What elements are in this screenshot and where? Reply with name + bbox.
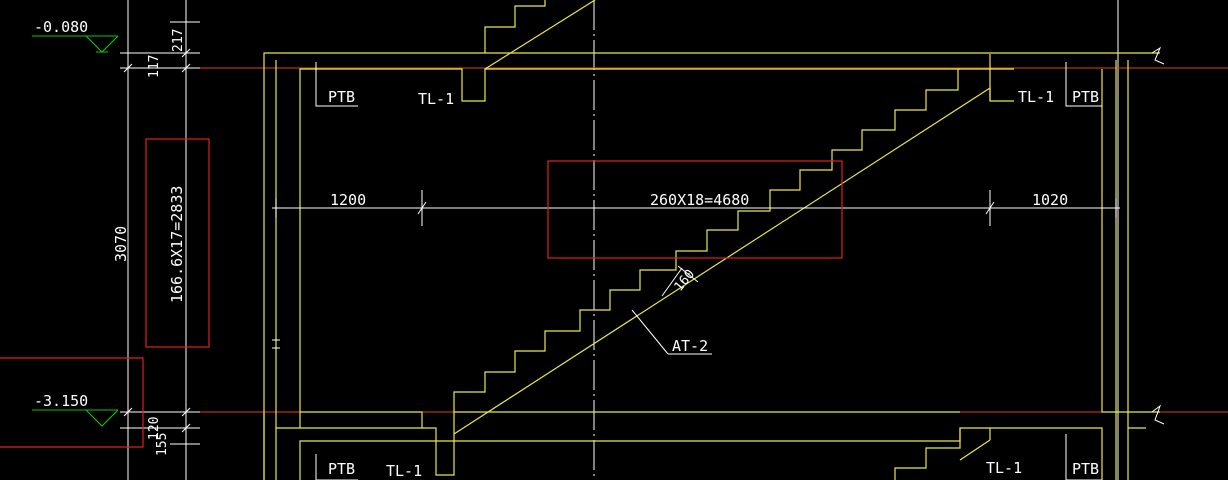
bottom-dim-b: 155	[155, 433, 170, 456]
level-marker-lower: -3.150	[32, 392, 119, 427]
riser-formula-dim: 166.6X17=2833	[168, 186, 186, 303]
level-marker-upper: -0.080	[32, 18, 119, 53]
tread-formula-dim: 260X18=4680	[650, 191, 749, 209]
highlight-boxes	[0, 138, 843, 448]
floor-axis-lines	[120, 67, 1228, 413]
landing-left-dim: 1200	[330, 191, 366, 209]
ptb-label-bottom-right: PTB	[1072, 460, 1099, 478]
level-upper-label: -0.080	[34, 18, 88, 36]
top-dim-a: 217	[171, 29, 186, 52]
slab-thickness-marker	[661, 265, 699, 297]
tl-label-top-right: TL-1	[1018, 88, 1054, 106]
landing-right-dim: 1020	[1032, 191, 1068, 209]
total-height-dim: 3070	[112, 226, 130, 262]
stair-tag-label: AT-2	[672, 337, 708, 355]
break-symbols	[1151, 46, 1165, 425]
grid-lines	[127, 0, 1119, 480]
top-dim-b: 117	[147, 55, 162, 78]
ptb-label-top-left: PTB	[328, 88, 355, 106]
ptb-label-bottom-left: PTB	[328, 460, 355, 478]
tl-label-bottom-right: TL-1	[986, 459, 1022, 477]
tl-label-bottom-left: TL-1	[386, 462, 422, 480]
tl-label-top-left: TL-1	[418, 90, 454, 108]
structure-outline	[263, 0, 1160, 480]
ptb-label-top-right: PTB	[1072, 88, 1099, 106]
wall-ticks	[272, 339, 280, 349]
level-lower-label: -3.150	[34, 392, 88, 410]
label-leaders	[315, 62, 1102, 480]
horizontal-dimension	[272, 190, 1120, 226]
bottom-dim-a: 120	[147, 417, 162, 440]
vertical-dimension	[120, 21, 200, 445]
